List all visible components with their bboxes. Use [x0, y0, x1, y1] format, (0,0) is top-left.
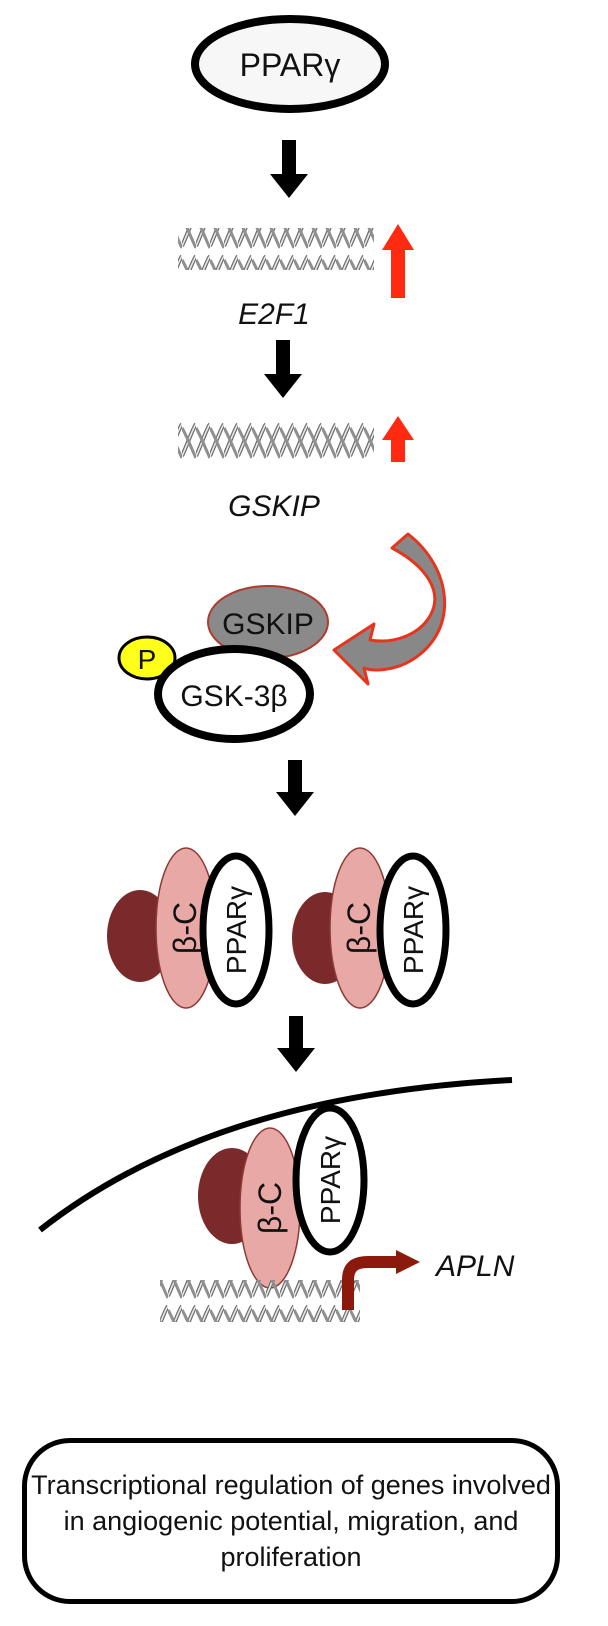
beta-catenin-label: β-C	[167, 902, 203, 954]
nuclear-membrane	[38, 1077, 513, 1233]
down-arrow-icon	[276, 760, 314, 816]
phosphate-group: P	[117, 635, 177, 681]
ppar-gamma-complex-label: PPARγ	[398, 886, 429, 974]
e2f1-gene-label: E2F1	[238, 298, 310, 331]
transcription-arrow-icon	[342, 1250, 420, 1310]
down-arrow-icon	[264, 340, 302, 398]
phosphate-label: P	[138, 644, 157, 675]
gskip-dna-helix-icon	[178, 420, 374, 462]
apln-promoter-dna-helix-icon	[160, 1280, 360, 1322]
outcome-box: Transcriptional regulation of genes invo…	[22, 1438, 560, 1604]
ppar-gamma-protein	[292, 1104, 368, 1256]
beta-catenin-label: β-C	[341, 902, 377, 954]
outcome-text: Transcriptional regulation of genes invo…	[31, 1470, 551, 1572]
gsk3b-protein: GSK-3β	[154, 645, 314, 743]
curved-translation-arrow-icon	[332, 532, 446, 686]
e2f1-dna-helix-icon	[178, 228, 374, 270]
gskip-gene-label: GSKIP	[228, 490, 320, 523]
apln-gene-label: APLN	[434, 1250, 515, 1283]
ppar-gamma-complex-label: PPARγ	[315, 1136, 346, 1224]
beta-catenin-ppar-complex: β-C PPARγ	[107, 847, 273, 1009]
down-arrow-icon	[277, 1016, 315, 1072]
upregulation-arrow-icon	[382, 416, 414, 462]
ppar-gamma-protein	[376, 852, 450, 1008]
beta-catenin-ppar-complex: β-C PPARγ	[292, 847, 450, 1009]
down-arrow-icon	[270, 140, 308, 198]
gskip-protein: GSKIP	[207, 585, 329, 659]
ppar-gamma-protein	[199, 852, 273, 1008]
upregulation-arrow-icon	[382, 224, 414, 298]
nuclear-complex: β-C PPARγ	[198, 1104, 368, 1289]
gsk3b-label: GSK-3β	[180, 680, 287, 713]
gskip-protein-label: GSKIP	[222, 608, 314, 641]
ppar-gamma-complex-label: PPARγ	[221, 886, 252, 974]
ppar-gamma-node: PPARγ	[191, 15, 389, 113]
beta-catenin-label: β-C	[252, 1182, 288, 1234]
ppar-gamma-label: PPARγ	[240, 47, 341, 83]
